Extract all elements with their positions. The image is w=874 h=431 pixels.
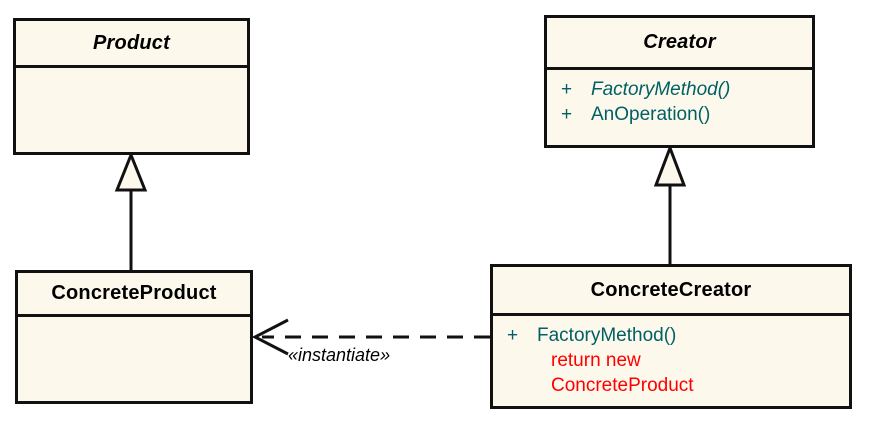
class-name-creator: Creator [547,18,812,70]
class-members-concreteproduct [18,317,250,401]
code-line-concreteproduct: ConcreteProduct [551,375,694,396]
class-members-product [16,68,247,152]
member-row-anoperation-creator: + AnOperation() [547,102,812,127]
code-line-return-new: return new [551,350,641,371]
class-members-creator: + FactoryMethod() + AnOperation() [547,70,812,148]
visibility-marker: + [561,104,573,125]
class-name-concretecreator: ConcreteCreator [493,267,849,316]
generalization-triangle-right [653,143,687,187]
class-box-creator[interactable]: Creator + FactoryMethod() + AnOperation(… [544,15,815,148]
member-name-factorymethod: FactoryMethod() [591,79,731,100]
class-box-concreteproduct[interactable]: ConcreteProduct [15,270,253,404]
generalization-triangle-left [114,150,148,192]
member-row-factorymethod-creator: + FactoryMethod() [547,77,812,102]
visibility-marker: + [507,325,519,346]
member-name-anoperation: AnOperation() [591,104,711,125]
class-members-concretecreator: + FactoryMethod() return new ConcretePro… [493,316,849,406]
visibility-marker: + [561,79,573,100]
dependency-open-arrowhead [251,318,289,356]
dependency-label-instantiate: «instantiate» [288,345,391,365]
class-name-concreteproduct: ConcreteProduct [18,273,250,317]
class-box-product[interactable]: Product [13,18,250,155]
member-row-factorymethod-concretecreator: + FactoryMethod() [493,323,849,348]
class-name-product: Product [16,21,247,68]
generalization-concreteproduct-product [114,150,148,270]
class-box-concretecreator[interactable]: ConcreteCreator + FactoryMethod() return… [490,264,852,409]
generalization-concretecreator-creator [653,143,687,264]
member-name-factorymethod: FactoryMethod() [537,325,677,346]
